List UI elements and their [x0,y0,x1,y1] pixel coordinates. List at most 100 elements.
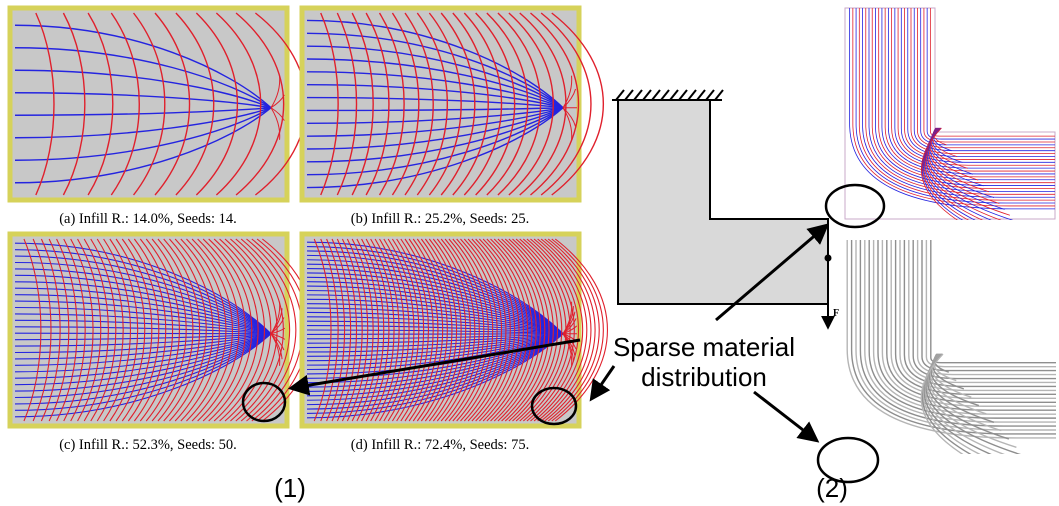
arrow-to-panel-c [287,338,581,396]
streamline-red [420,238,453,422]
part-label-1: (1) [274,473,306,503]
streamline [881,8,1055,181]
streamline-red [62,12,86,196]
streamline [920,8,1055,146]
streamline-red [378,12,405,196]
streamline-blue [14,333,272,373]
arrow-to-l-top [715,223,830,322]
streamline [868,240,1056,419]
streamline-red [63,238,86,422]
panel-c-streamlines [14,238,315,422]
streamline-red [533,238,584,422]
streamline [864,240,1056,423]
arrow-to-panel-d [589,365,616,402]
streamline-blue [306,84,564,109]
streamline-red [320,238,339,422]
part-label-2: (2) [816,473,848,503]
caption-a: (a) Infill R.: 14.0%, Seeds: 14. [59,211,237,227]
streamline [916,240,1056,376]
streamline-blue [306,19,564,109]
streamline-red [497,12,542,196]
streamline-red [96,238,124,422]
streamline-red [56,238,78,422]
streamline-red [48,238,70,422]
streamline-red [479,238,520,422]
streamline-blue [14,255,272,335]
streamline [881,240,1056,407]
streamline-red [356,238,379,422]
streamline-blue [306,58,564,109]
streamline-blue [306,107,564,176]
streamline-red [331,238,352,422]
panel-a [7,5,307,203]
streamline-blue [306,107,564,163]
streamline [910,8,1055,154]
panel-d [299,231,608,429]
streamline-red [110,12,140,196]
streamline-red [456,238,494,422]
streamline-red [379,238,405,422]
hatch-mark [714,89,724,101]
streamline-red [77,238,102,422]
streamline-blue [14,107,272,116]
streamline-red [215,12,262,196]
streamline [907,8,1055,157]
hatch-mark [615,89,625,101]
streamline-red [486,12,529,196]
streamline [852,8,1055,207]
streamline-blue [306,241,564,335]
hatch-mark [705,89,715,101]
streamline-red [341,238,363,422]
streamline-red [32,238,52,422]
streamline [920,353,964,454]
streamline-red [460,238,498,422]
streamline-red [400,238,429,422]
streamline-red [374,238,400,422]
arrow-to-l-bot [753,390,820,443]
streamline-red [530,238,580,422]
streamline [871,8,1055,189]
streamline-red [336,12,358,196]
streamline-red [508,238,554,422]
streamline-red [270,333,281,366]
streamline-blue [306,333,564,335]
streamline [894,8,1055,169]
streamline-red [562,88,577,109]
streamline-red [463,238,502,422]
streamline [849,8,1055,210]
streamline-red [246,238,297,422]
streamline-red [195,12,239,196]
streamline-red [240,238,291,422]
streamline-blue [14,107,272,139]
panel-b [299,5,605,203]
load-point [824,254,832,262]
annotation-line1: Sparse material [613,332,795,362]
streamline-red [440,12,476,196]
streamline [858,8,1055,201]
streamline [929,8,1055,137]
streamline [899,240,1056,392]
streamline-red [490,238,533,422]
streamline-red [219,238,266,422]
l-bracket-streamlines-colored [844,7,1056,220]
streamline-red [493,238,537,422]
streamline-red [475,238,516,422]
streamline-red [23,238,42,422]
streamline-red [313,238,332,422]
streamline [865,8,1055,195]
streamline [923,8,1055,143]
streamline-red [83,238,109,422]
streamline-red [562,75,573,109]
streamline [875,8,1055,186]
streamline-red [504,238,550,422]
streamline-red [540,238,592,422]
streamline-red [501,238,546,422]
streamline-blue [306,96,564,109]
streamline-red [370,238,395,422]
streamline-red [365,12,390,196]
streamline-blue [14,69,272,109]
streamline-red [562,325,578,335]
l-bracket-schematic: F [612,89,839,330]
streamline-red [180,238,220,422]
